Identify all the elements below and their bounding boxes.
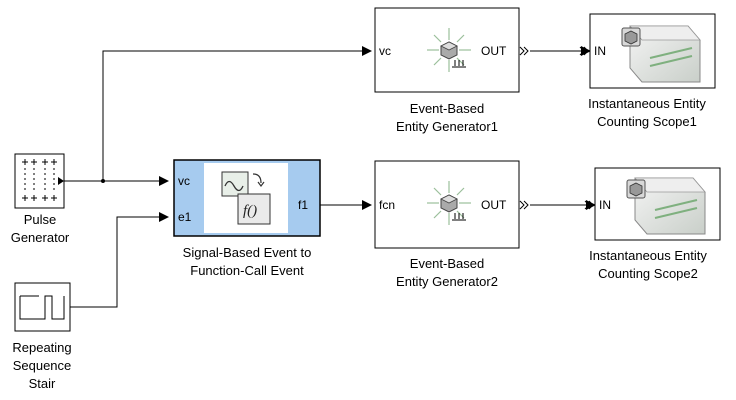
- pulse-generator-block[interactable]: [14, 153, 65, 209]
- entity-generator-2-block[interactable]: fcn OUT: [374, 160, 529, 249]
- port-f1-label: f1: [298, 198, 308, 212]
- entity-generator-icon: [427, 28, 471, 72]
- entity-port-icon: [519, 46, 529, 56]
- port-out-label: OUT: [481, 198, 507, 212]
- entity-generator-icon: [427, 181, 471, 225]
- branch-point: [101, 179, 105, 183]
- port-vc-label: vc: [178, 174, 190, 188]
- stair-icon: [19, 295, 65, 320]
- signal-to-function-call-label: Signal-Based Event to Function-Call Even…: [182, 245, 312, 278]
- entity-port-icon: [584, 200, 594, 210]
- signal-lines: [64, 46, 596, 308]
- port-e1-label: e1: [178, 210, 192, 224]
- counting-scope-1-label: Instantaneous Entity Counting Scope1: [588, 96, 706, 129]
- entity-generator-1-block[interactable]: vc OUT: [374, 7, 529, 93]
- counting-scope-2-label: Instantaneous Entity Counting Scope2: [589, 248, 707, 281]
- svg-text:f(): f(): [243, 203, 257, 219]
- repeating-sequence-stair-block[interactable]: [14, 282, 71, 332]
- entity-port-icon: [579, 46, 589, 56]
- scope-icon: [621, 25, 701, 83]
- repeating-stair-label: Repeating Sequence Stair: [12, 340, 72, 391]
- port-fcn-label: fcn: [379, 198, 395, 212]
- port-out-label: OUT: [481, 44, 507, 58]
- port-in-label: IN: [599, 198, 611, 212]
- port-vc-label: vc: [379, 44, 391, 58]
- signal-branch-to-gen1[interactable]: [102, 46, 372, 181]
- entity-generator-1-label: Event-Based Entity Generator1: [396, 101, 498, 134]
- port-in-label: IN: [594, 44, 606, 58]
- counting-scope-2-block[interactable]: IN: [584, 167, 721, 241]
- counting-scope-1-block[interactable]: IN: [579, 13, 716, 89]
- entity-generator-2-label: Event-Based Entity Generator2: [396, 256, 498, 289]
- function-call-icon: f(): [221, 171, 271, 225]
- signal-to-function-call-block[interactable]: f() vc e1 f1: [173, 159, 321, 237]
- pulse-generator-label: Pulse Generator: [10, 212, 70, 245]
- pulse-icon: [22, 159, 57, 201]
- entity-port-icon: [519, 200, 529, 210]
- scope-icon: [626, 177, 706, 235]
- signal-stair-to-e1[interactable]: [70, 212, 169, 308]
